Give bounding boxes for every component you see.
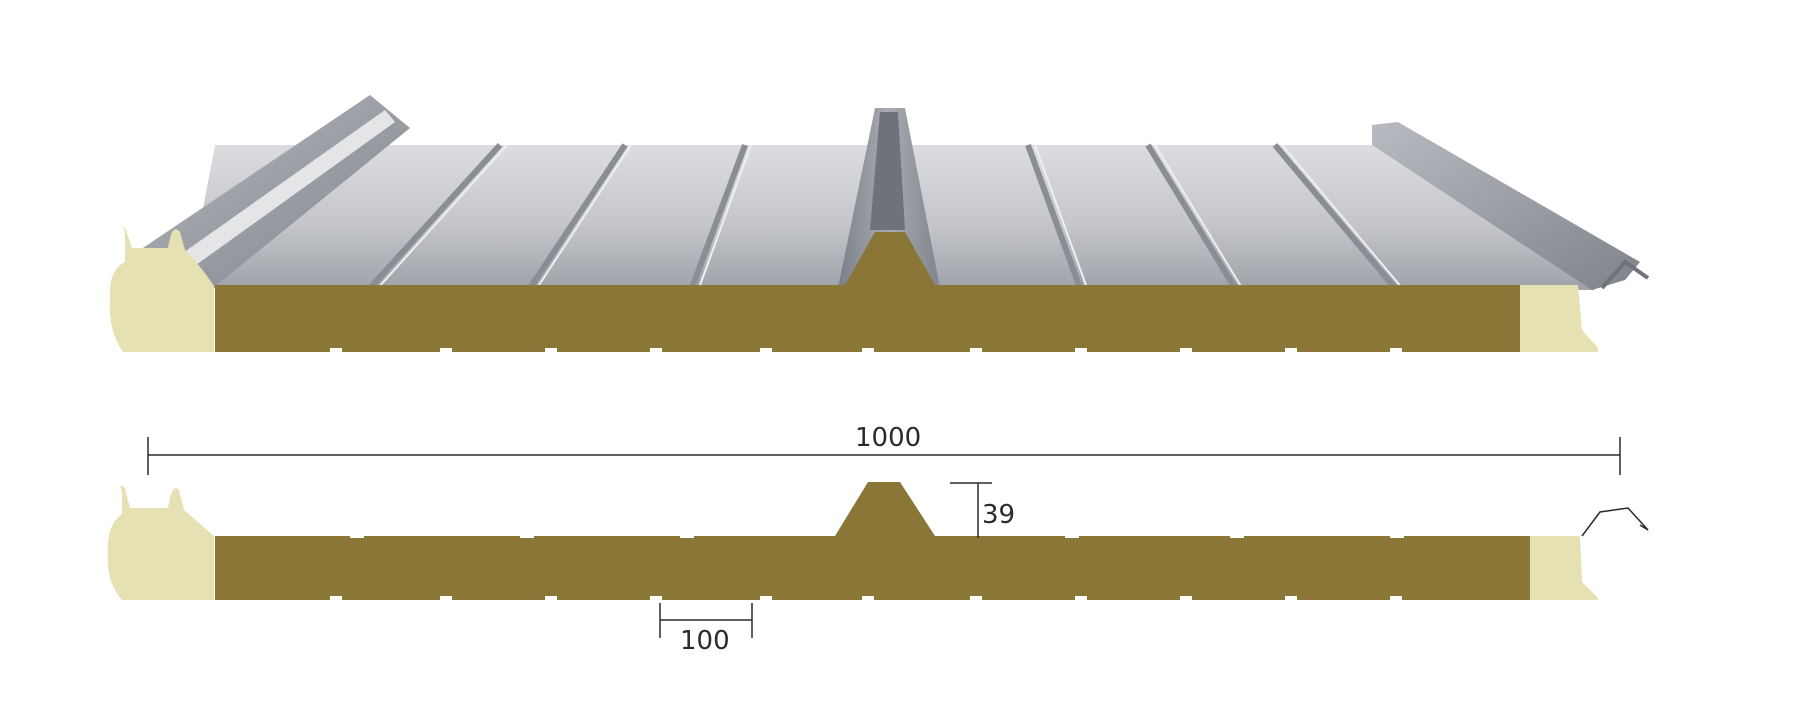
right-flange-outline <box>1581 507 1649 537</box>
left-lock-seam-highlight <box>180 110 395 265</box>
panel-3d-view <box>109 95 1650 354</box>
insulation-core-section <box>215 482 1530 600</box>
width-dimension-label: 1000 <box>855 423 922 453</box>
left-edge-insulation-section <box>107 485 214 600</box>
central-rib-face <box>870 112 905 230</box>
insulation-core-3d <box>215 232 1520 352</box>
right-flange <box>1372 122 1640 290</box>
right-edge-insulation-section <box>1530 536 1598 600</box>
right-edge-insulation-3d <box>1520 285 1598 352</box>
core-bottom-notches-section <box>330 596 1402 602</box>
rib-height-label: 39 <box>982 500 1016 530</box>
dimension-lines <box>147 437 1621 638</box>
rib-pitch-label: 100 <box>680 626 730 656</box>
left-edge-insulation-3d <box>109 226 214 352</box>
core-bottom-notches-3d <box>330 348 1402 354</box>
right-flange-lip <box>1600 259 1650 290</box>
steel-rib-grooves <box>367 142 1398 291</box>
steel-rib-highlights <box>377 144 1403 289</box>
panel-section-view <box>107 482 1649 602</box>
core-top-notches-section <box>350 532 1404 538</box>
